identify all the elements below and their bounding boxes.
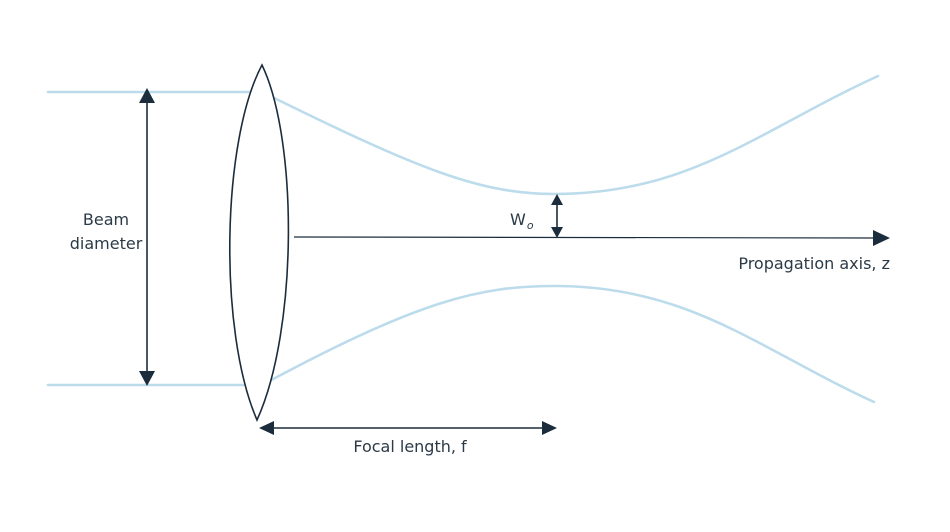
focused-beam-lower-edge xyxy=(260,284,876,404)
beam-waist-label: Wo xyxy=(510,208,534,234)
beam-diameter-label-line1: Beam xyxy=(82,210,130,229)
propagation-axis-arrow xyxy=(293,230,890,246)
beam-diameter-label-line2: diameter xyxy=(69,234,143,253)
beam-diameter-arrow xyxy=(139,88,155,386)
beam-waist-arrow xyxy=(551,194,563,238)
focal-length-label: Focal length, f xyxy=(353,437,467,456)
convex-lens xyxy=(229,63,290,422)
focal-length-arrow xyxy=(259,421,557,435)
focused-beam-upper-edge xyxy=(260,74,880,196)
propagation-axis-label: Propagation axis, z xyxy=(738,254,890,273)
beam-waist-subscript: o xyxy=(526,219,534,232)
beam-waist-symbol: W xyxy=(510,210,526,229)
beam-diameter-label: Beam diameter xyxy=(60,208,152,256)
